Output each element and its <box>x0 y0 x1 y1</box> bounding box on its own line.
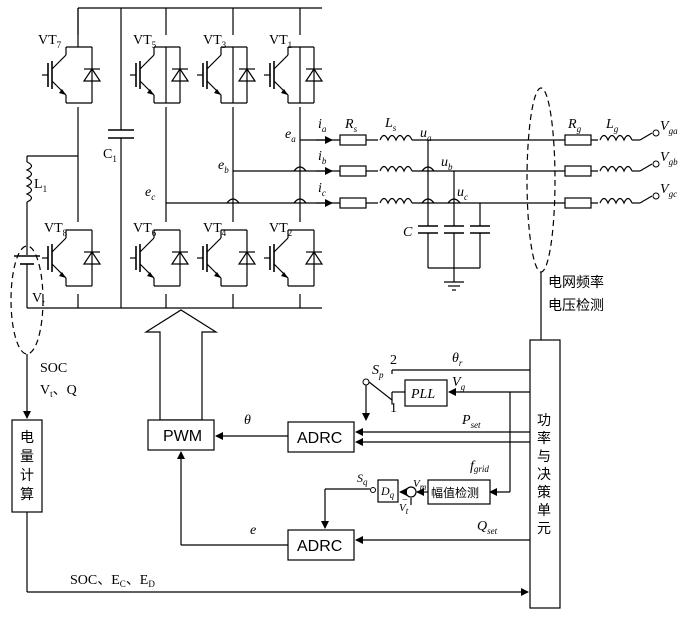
svg-text:电: 电 <box>20 430 34 446</box>
svg-text:计: 计 <box>20 468 34 484</box>
ec-label: ec <box>145 185 155 202</box>
grid-switches <box>640 130 659 203</box>
capacitor-c1 <box>108 130 134 142</box>
rs-label: Rs <box>344 117 358 134</box>
vg-label: Vg <box>452 375 466 392</box>
c1-label: C1 <box>103 147 117 164</box>
switch-pos-2: 2 <box>390 353 397 368</box>
vgc-label: Vgc <box>660 182 677 199</box>
grid-sense-boundary <box>527 88 555 272</box>
svg-text:功: 功 <box>537 413 551 429</box>
adrc-top-label: ADRC <box>297 430 342 447</box>
pll-label: PLL <box>410 387 435 402</box>
grid-detect-label-1: 电网频率 <box>548 274 604 291</box>
grid-detect-label-2: 电压检测 <box>548 298 604 314</box>
svg-text:单: 单 <box>537 503 551 519</box>
pwm-label: PWM <box>163 428 202 445</box>
adrc-bottom-label: ADRC <box>297 538 342 555</box>
svg-text:量: 量 <box>20 449 34 465</box>
svg-text:策: 策 <box>537 484 551 501</box>
theta-label: θ <box>244 413 251 428</box>
vgb-label: Vgb <box>660 150 678 167</box>
gate-signal-arrow <box>146 310 216 420</box>
ea-label: ea <box>285 127 296 144</box>
svg-text:算: 算 <box>20 487 34 503</box>
ua-label: ua <box>420 126 432 143</box>
svg-text:率: 率 <box>537 430 551 447</box>
sp-label: Sp <box>372 363 384 380</box>
decision-unit-label: 功 率 与 决 策 单 元 <box>537 413 551 537</box>
vm-label: Vm <box>413 478 427 492</box>
soc-ec-ed-label: SOC、EC、ED <box>70 573 155 589</box>
pset-label: Pset <box>461 413 481 430</box>
amplitude-detect-label: 幅值检测 <box>431 485 479 500</box>
ib-label: ib <box>318 149 327 166</box>
vga-label: Vga <box>660 119 678 136</box>
inductor-l1 <box>27 162 32 202</box>
sq-label: Sq <box>357 471 368 487</box>
svg-text:决: 决 <box>537 467 551 483</box>
switch-sq <box>325 488 376 529</box>
qset-label: Qset <box>477 519 498 536</box>
lg-label: Lg <box>605 117 619 134</box>
eb-label: eb <box>218 158 229 175</box>
resistor-rs <box>340 135 366 208</box>
resistor-rg <box>565 135 591 208</box>
inductor-ls <box>378 130 412 209</box>
rg-label: Rg <box>567 117 582 134</box>
ic-label: ic <box>318 181 326 198</box>
uc-label: uc <box>457 185 468 202</box>
svg-text:元: 元 <box>537 521 551 537</box>
l1-label: L1 <box>34 177 47 194</box>
ub-label: ub <box>441 155 453 172</box>
vt-q-label: Vt、Q <box>40 383 77 399</box>
ls-label: Ls <box>384 116 397 133</box>
theta-r-label: θr <box>452 351 463 368</box>
soc-label: SOC <box>40 361 67 376</box>
inductor-lg <box>598 130 632 209</box>
minus-sign: − <box>402 495 408 506</box>
filter-capacitors <box>418 226 490 290</box>
c-label: C <box>403 225 413 240</box>
fgrid-label: fgrid <box>470 459 489 474</box>
switch-pos-1: 1 <box>390 401 397 416</box>
svg-text:与: 与 <box>537 449 551 465</box>
e-label: e <box>250 523 256 538</box>
ia-label: ia <box>318 117 327 134</box>
